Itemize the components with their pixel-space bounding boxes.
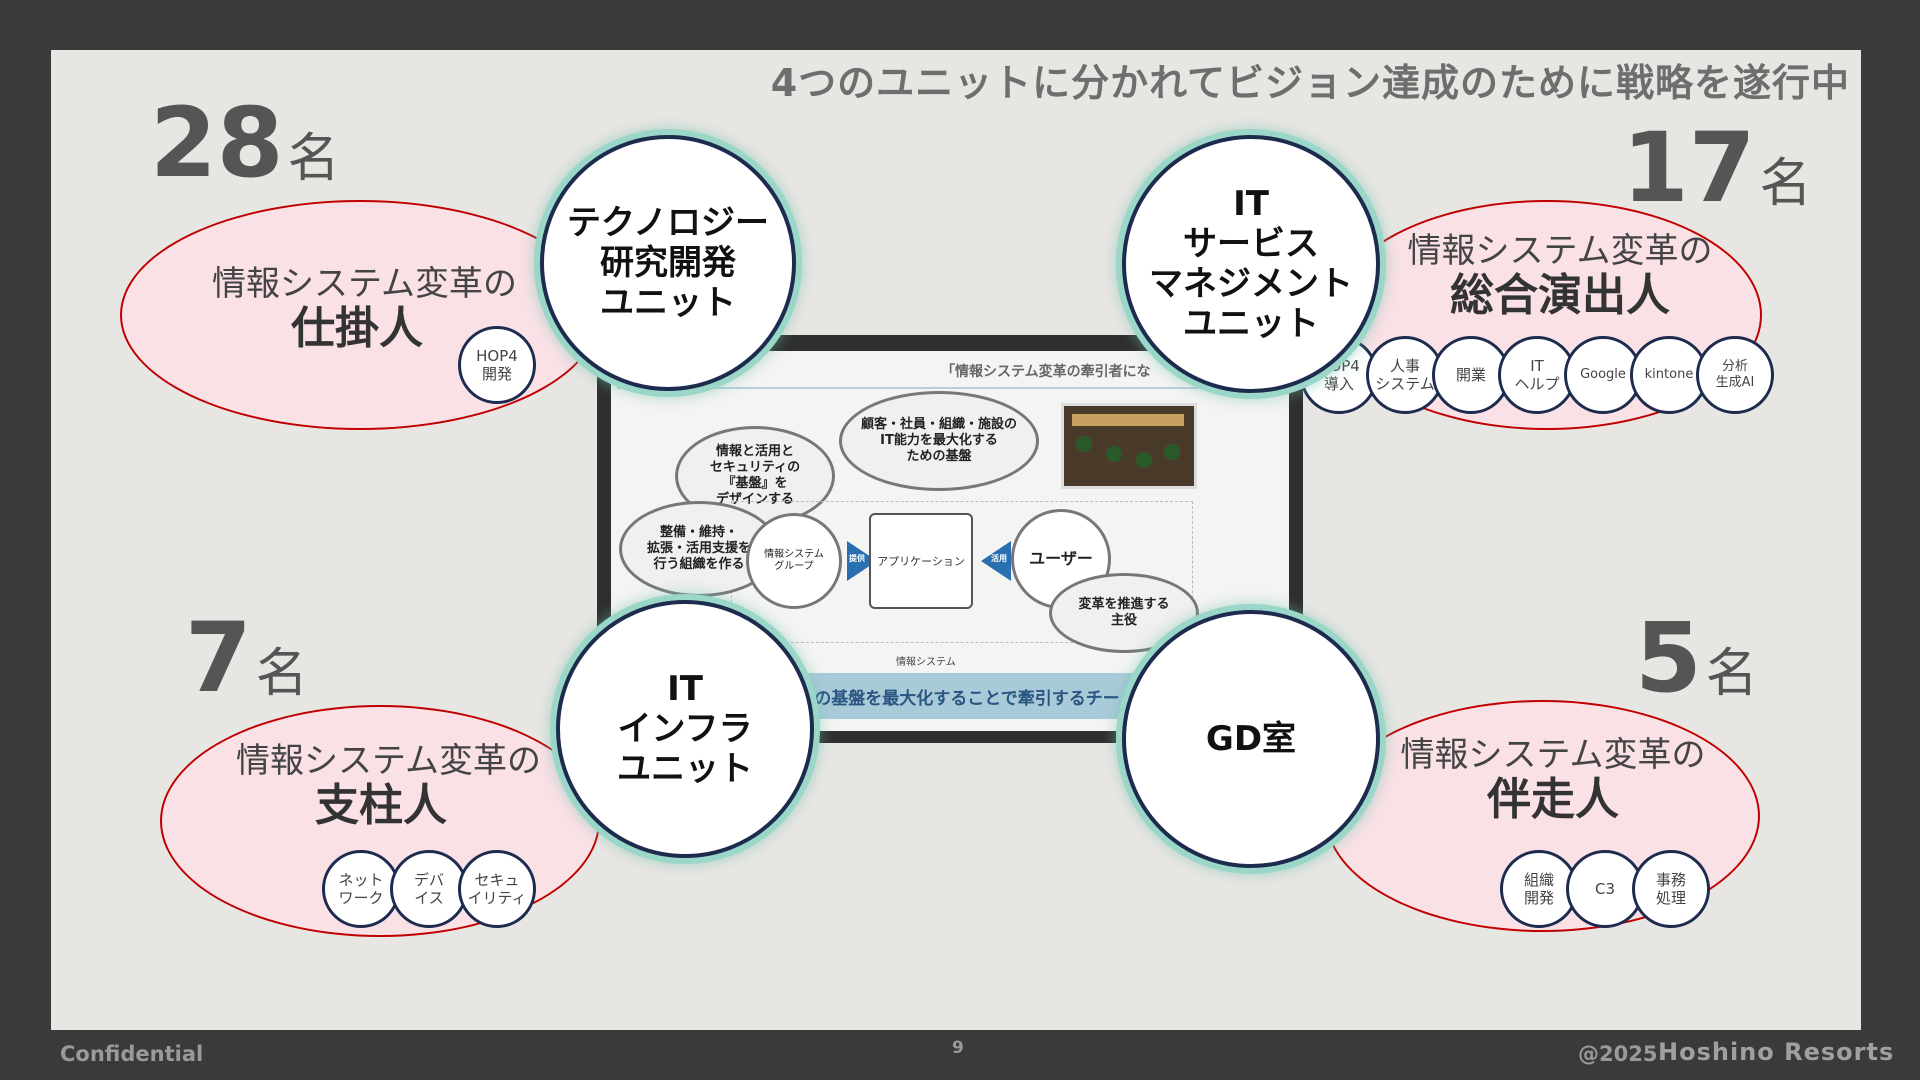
gd-unit-circle: GD室: [1122, 610, 1380, 868]
gd-tag-office: 事務 処理: [1632, 850, 1710, 928]
gd-role-text: 情報システム変革の 伴走人: [1398, 735, 1708, 826]
infra-role-text: 情報システム変革の 支柱人: [236, 741, 541, 832]
infra-role-name: 支柱人: [315, 780, 447, 832]
slide-title: 4つのユニットに分かれてビジョン達成のために戦略を遂行中: [770, 61, 1850, 105]
itsm-role-name: 総合演出人: [1450, 270, 1670, 322]
infra-role-sub: 情報システム変革の: [236, 741, 541, 781]
use-label: 活用: [991, 554, 1007, 563]
provide-label: 提供: [849, 554, 865, 563]
tech-tag: HOP4 開発: [458, 326, 536, 404]
screen-caption: 情報システム: [896, 657, 956, 668]
monitor-image: 「情報システム変革の牽引者にな 顧客・社員・組織・施設の IT能力を最大化する …: [597, 335, 1303, 743]
screen-thumbnail: [1061, 403, 1197, 489]
infra-unit-circle: IT インフラ ユニット: [556, 600, 814, 858]
gd-role-sub: 情報システム変革の: [1400, 735, 1706, 775]
group-circle: 情報システム グループ: [746, 513, 842, 609]
infra-tag-network: ネット ワーク: [322, 850, 400, 928]
screen-title: 「情報システム変革の牽引者にな: [941, 364, 1151, 380]
screen-divider: [617, 387, 1283, 389]
itsm-count: 17名: [1622, 112, 1812, 224]
footer-confidential: Confidential: [60, 1042, 204, 1066]
infra-count: 7名: [185, 602, 308, 714]
tech-role-name: 仕掛人: [291, 303, 423, 355]
use-arrow: [981, 541, 1011, 581]
footer-copyright: @2025: [1578, 1042, 1658, 1066]
gd-count: 5名: [1635, 602, 1758, 714]
itsm-tag-ithelp: IT ヘルプ: [1498, 336, 1576, 414]
gd-tag-org: 組織 開発: [1500, 850, 1578, 928]
itsm-tag-kintone: kintone: [1630, 336, 1708, 414]
itsm-unit-circle: IT サービス マネジメント ユニット: [1122, 135, 1380, 393]
itsm-tag-google: Google: [1564, 336, 1642, 414]
itsm-tag-ai: 分析 生成AI: [1696, 336, 1774, 414]
customer-bubble: 顧客・社員・組織・施設の IT能力を最大化する ための基盤: [839, 391, 1039, 491]
application-box: アプリケーション: [869, 513, 973, 609]
tech-role-sub: 情報システム変革の: [212, 264, 517, 304]
gd-role-name: 伴走人: [1487, 774, 1619, 826]
tech-count: 28名: [150, 87, 340, 199]
footer-brand-logo: Hoshino Resorts: [1658, 1038, 1895, 1066]
infra-tag-device: デバ イス: [390, 850, 468, 928]
tech-unit-circle: テクノロジー 研究開発 ユニット: [540, 135, 796, 391]
gd-tag-c3: C3: [1566, 850, 1644, 928]
tech-role-text: 情報システム変革の 仕掛人: [212, 264, 517, 355]
footer-page-number: 9: [952, 1038, 964, 1058]
itsm-role-sub: 情報システム変革の: [1407, 231, 1713, 271]
infra-tag-security: セキュ イリティ: [458, 850, 536, 928]
itsm-role-text: 情報システム変革の 総合演出人: [1400, 231, 1720, 322]
